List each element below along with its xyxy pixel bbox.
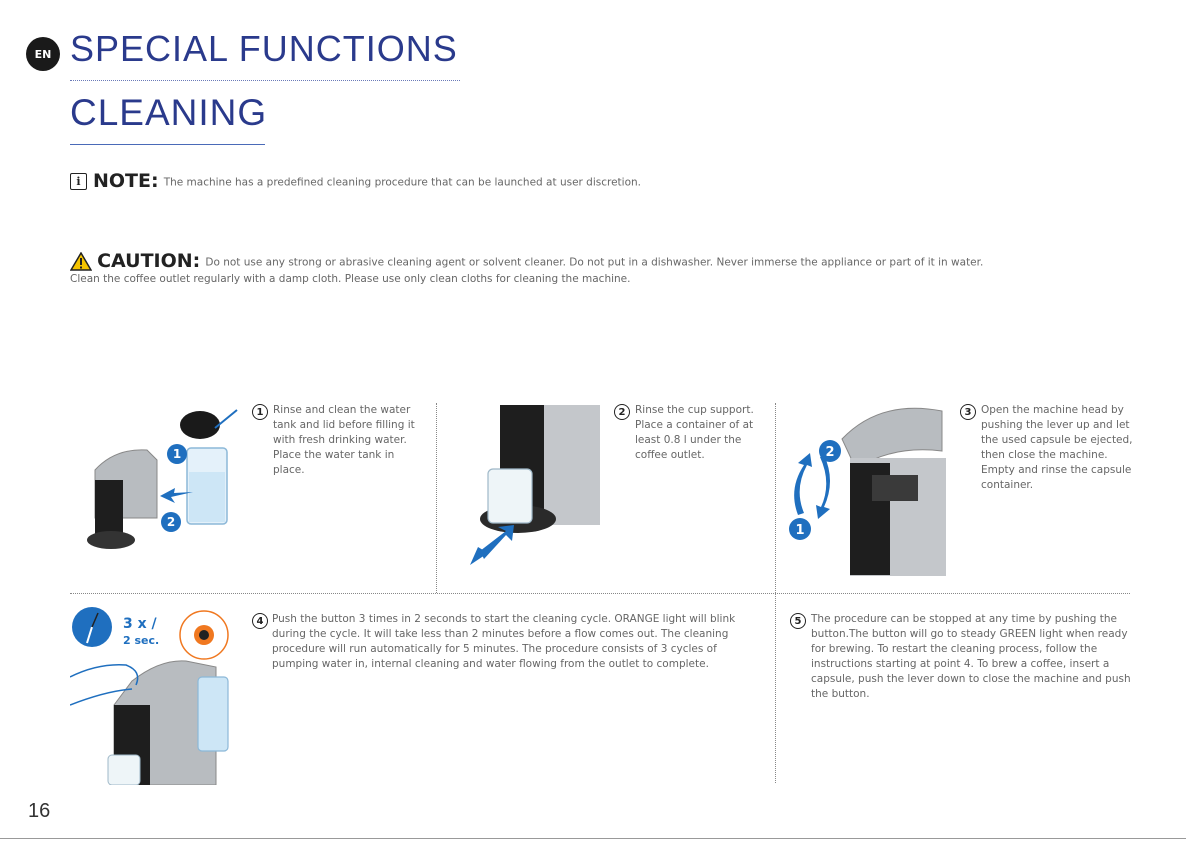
- subsection-title-rule: [70, 144, 265, 145]
- section-title: SPECIAL FUNCTIONS: [70, 28, 458, 69]
- subsection-title: CLEANING: [70, 92, 268, 133]
- caution-text: Do not use any strong or abrasive cleani…: [205, 256, 984, 269]
- warning-icon: [69, 251, 93, 271]
- step-1-text: Rinse and clean the water tank and lid b…: [273, 404, 415, 476]
- figure-1-illustration: 1 2: [87, 409, 238, 549]
- step-4: 4 Push the button 3 times in 2 seconds t…: [252, 612, 762, 672]
- caution-row: CAUTION: Do not use any strong or abrasi…: [69, 250, 984, 272]
- step-2-number: 2: [614, 404, 630, 420]
- step-3-number: 3: [960, 404, 976, 420]
- note-label: NOTE:: [93, 170, 159, 192]
- language-badge: EN: [26, 37, 60, 71]
- step-5-number: 5: [790, 613, 806, 629]
- divider-horizontal: [70, 593, 1130, 594]
- figure-1-label-2: 2: [167, 515, 175, 529]
- info-icon: i: [70, 172, 87, 190]
- step-2: 2 Rinse the cup support. Place a contain…: [614, 403, 766, 463]
- section-title-rule: [70, 80, 460, 81]
- step-5-text: The procedure can be stopped at any time…: [811, 613, 1131, 700]
- figure-4-count: 3 x /: [123, 616, 158, 632]
- figure-4-illustration: 3 x / 2 sec.: [70, 607, 229, 785]
- figure-1-label-1: 1: [173, 447, 181, 461]
- step-4-text: Push the button 3 times in 2 seconds to …: [272, 613, 736, 670]
- note-text: The machine has a predefined cleaning pr…: [163, 176, 642, 189]
- step-2-text: Rinse the cup support. Place a container…: [635, 404, 754, 461]
- figure-3-illustration: 2 1: [789, 407, 946, 576]
- page-number: 16: [28, 800, 51, 822]
- step-1-number: 1: [252, 404, 268, 420]
- step-3: 3 Open the machine head by pushing the l…: [960, 403, 1135, 493]
- step-4-number: 4: [252, 613, 268, 629]
- figure-3-label-1: 1: [795, 523, 804, 538]
- figure-3-label-2: 2: [825, 445, 834, 460]
- caution-label: CAUTION:: [97, 250, 201, 272]
- caution-text-line2: Clean the coffee outlet regularly with a…: [70, 273, 631, 285]
- figure-2-illustration: [470, 405, 600, 565]
- step-1: 1 Rinse and clean the water tank and lid…: [252, 403, 424, 478]
- note-row: i NOTE: The machine has a predefined clea…: [70, 170, 641, 192]
- step-5: 5 The procedure can be stopped at any ti…: [790, 612, 1138, 702]
- divider-vertical-1: [436, 403, 437, 593]
- step-3-text: Open the machine head by pushing the lev…: [981, 404, 1133, 491]
- figure-4-time: 2 sec.: [123, 634, 159, 647]
- bottom-rule: [0, 838, 1186, 839]
